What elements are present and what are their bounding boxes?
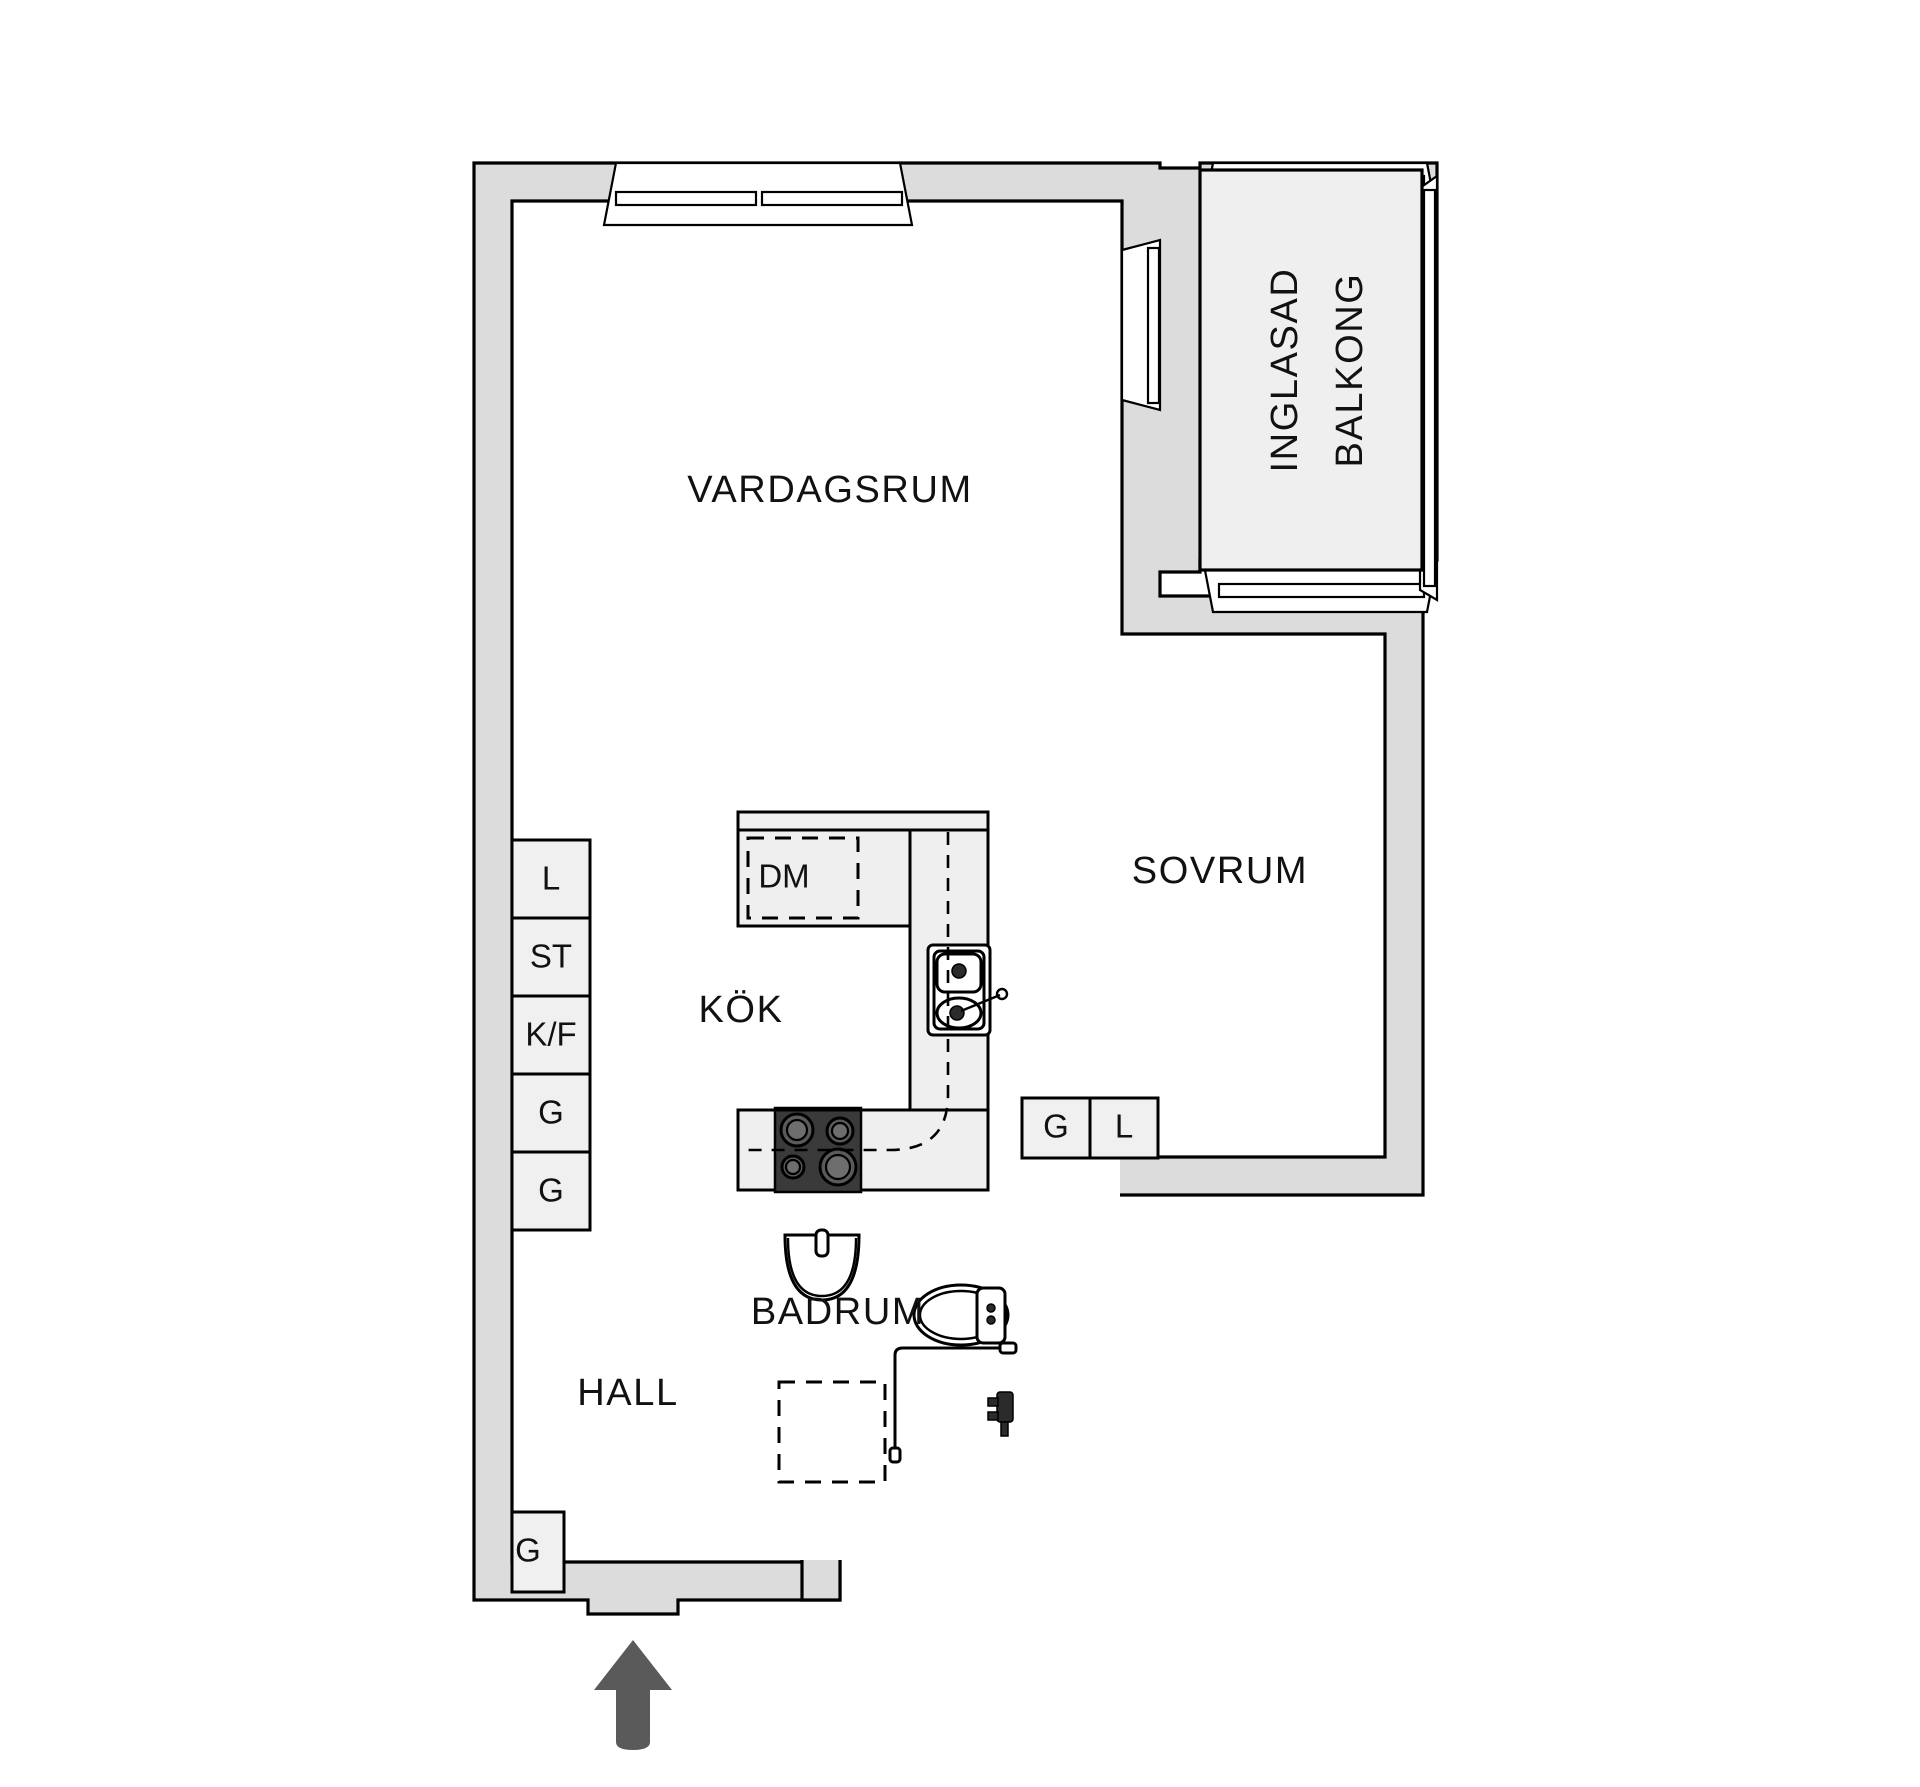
- cabinet-KF-label: K/F: [525, 1016, 576, 1053]
- washing-machine-outline: [777, 1380, 887, 1484]
- cabinet-entry-G[interactable]: [510, 1510, 566, 1594]
- cabinet-column-hall: L ST K/F G G: [510, 838, 592, 1232]
- balcony-area: INGLASAD BALKONG: [1198, 168, 1424, 572]
- kitchen-sink: [926, 943, 1009, 1037]
- kitchen-counter-edge: [738, 924, 912, 1112]
- cabinet-G-2[interactable]: [510, 1150, 592, 1232]
- cabinet-bedroom-L-label: L: [1115, 1108, 1133, 1145]
- dishwasher-outline: [746, 836, 860, 920]
- room-label-hall: HALL: [577, 1372, 678, 1414]
- room-label-sovrum: SOVRUM: [1132, 850, 1308, 892]
- cabinet-entry-G-label: G: [515, 1532, 541, 1569]
- living-room-window-north: [602, 161, 914, 227]
- room-label-kok: KÖK: [698, 989, 783, 1031]
- entry-arrow: [594, 1640, 672, 1750]
- cabinet-entry: G: [510, 1510, 566, 1594]
- dishwasher-label: DM: [758, 858, 809, 895]
- balcony-label-line2: BALKONG: [1329, 273, 1371, 468]
- cabinet-L[interactable]: [510, 838, 592, 920]
- cabinet-KF[interactable]: [510, 994, 592, 1076]
- kitchen-work-triangle: [748, 832, 950, 1152]
- room-labels: VARDAGSRUM SOVRUM KÖK BADRUM HALL: [577, 469, 1308, 1414]
- cabinet-ST[interactable]: [510, 916, 592, 998]
- cabinet-ST-label: ST: [530, 938, 572, 975]
- cabinet-bedroom-G-label: G: [1043, 1108, 1069, 1145]
- cabinet-G-1-label: G: [538, 1094, 564, 1131]
- balcony-label-line1: INGLASAD: [1264, 268, 1306, 473]
- cabinet-row-bedroom: G L: [1020, 1096, 1160, 1160]
- cabinet-L-label: L: [542, 860, 560, 897]
- balcony-floor: [1198, 168, 1424, 572]
- balcony-window-east: [1418, 173, 1439, 602]
- washbasin: [783, 1228, 861, 1302]
- room-label-badrum: BADRUM: [751, 1291, 925, 1333]
- room-label-vardagsrum: VARDAGSRUM: [687, 469, 973, 511]
- kitchen-counter-trim-top: [736, 810, 990, 832]
- shower-mixer: [987, 1391, 1014, 1437]
- balcony-door-west: [1120, 238, 1162, 412]
- cabinet-G-1[interactable]: [510, 1072, 592, 1154]
- kitchen-fittings: DM: [736, 810, 1009, 1194]
- bathroom-fittings: [777, 1228, 1018, 1484]
- shower-area: [888, 1341, 1018, 1464]
- cabinet-bedroom-L[interactable]: [1088, 1096, 1160, 1160]
- toilet: [912, 1283, 1010, 1347]
- cabinet-G-2-label: G: [538, 1172, 564, 1209]
